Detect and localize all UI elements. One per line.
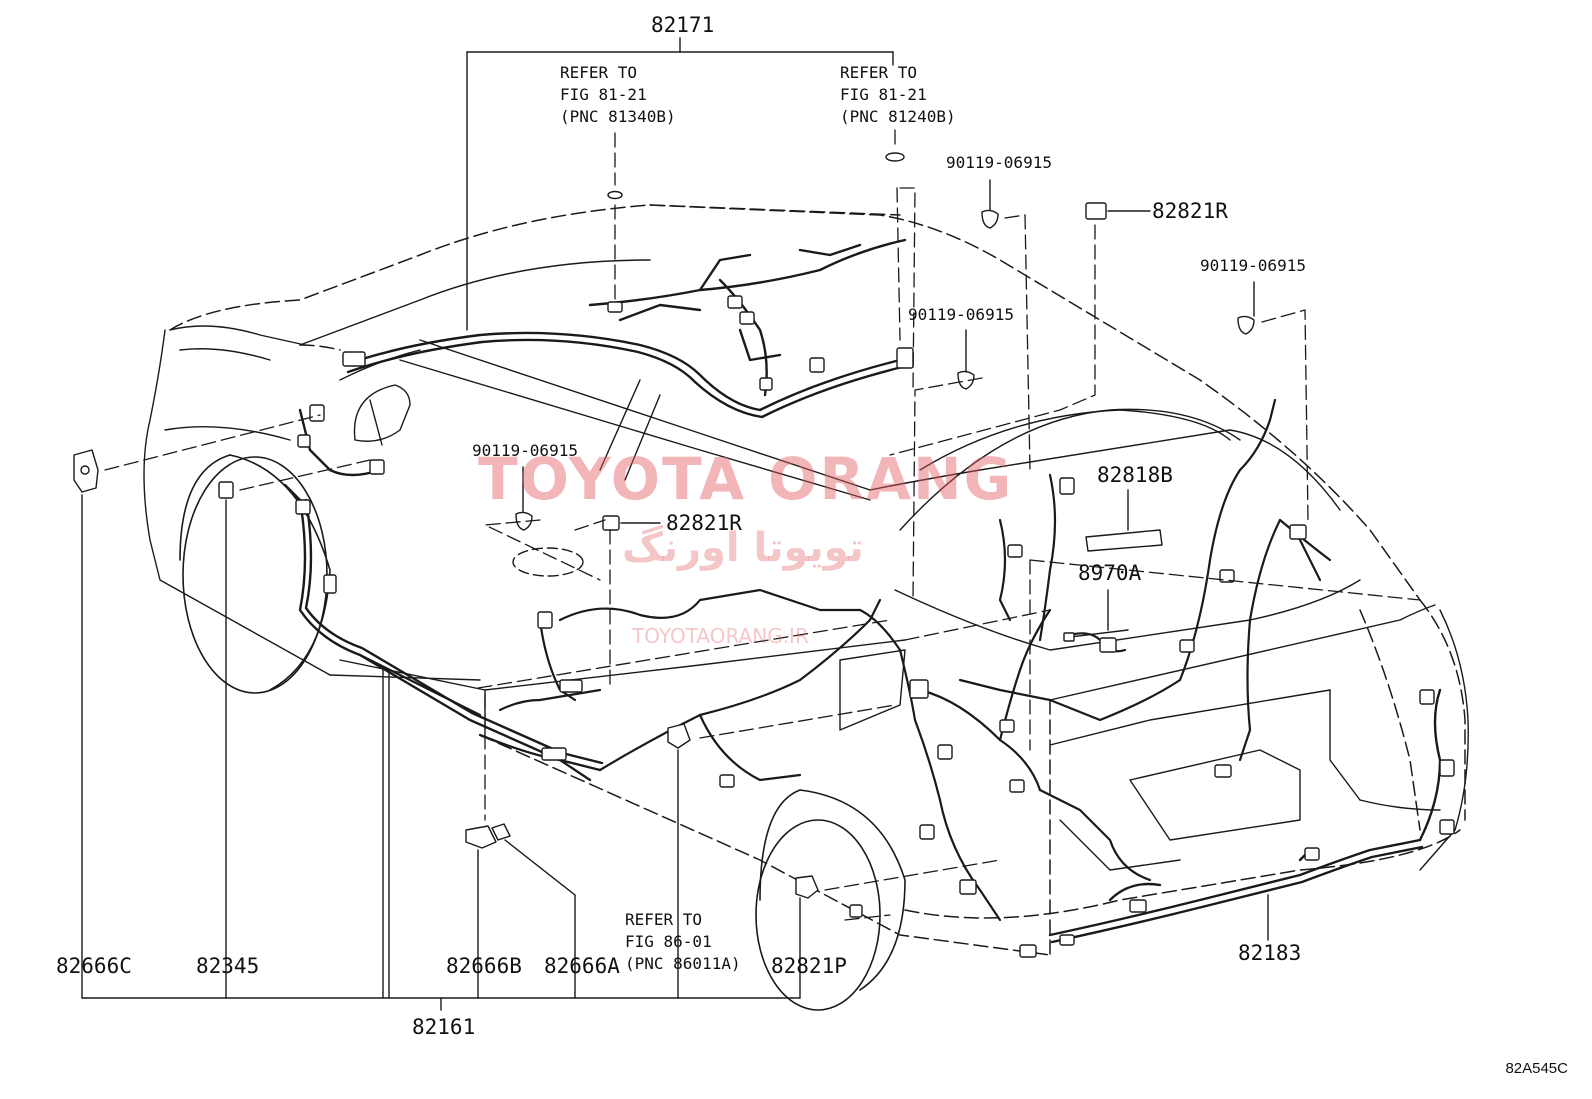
harness-side-sill bbox=[358, 653, 592, 782]
callout-lines bbox=[81, 37, 1269, 1011]
part-label-82666c: 82666C bbox=[56, 954, 132, 978]
part-label-82818b: 82818B bbox=[1097, 463, 1173, 487]
reference-note-81340b: REFER TO FIG 81-21 (PNC 81340B) bbox=[560, 63, 676, 126]
part-label-82666b: 82666B bbox=[446, 954, 522, 978]
part-label-82821p: 82821P bbox=[771, 954, 847, 978]
part-glyphs bbox=[73, 152, 1255, 899]
rear-wheel bbox=[755, 789, 906, 1011]
car-body-outline bbox=[169, 204, 1466, 961]
part-label-8970a: 8970A bbox=[1078, 561, 1142, 585]
dashed-leaders bbox=[104, 129, 1421, 921]
harness-trunk-lid bbox=[998, 473, 1332, 653]
reference-note-81240b: REFER TO FIG 81-21 (PNC 81240B) bbox=[840, 63, 956, 126]
part-label-82161: 82161 bbox=[412, 1015, 476, 1039]
part-label-bolt-right: 90119-06915 bbox=[1200, 256, 1306, 275]
figure-code: 82A545C bbox=[1505, 1060, 1568, 1077]
part-label-82345: 82345 bbox=[196, 954, 260, 978]
reference-note-86011a: REFER TO FIG 86-01 (PNC 86011A) bbox=[625, 910, 741, 973]
harness-rear-trunk bbox=[913, 398, 1322, 922]
harness-floor-left bbox=[283, 408, 604, 772]
part-label-bolt-left: 90119-06915 bbox=[472, 441, 578, 460]
harness-roof bbox=[343, 238, 907, 419]
front-wheel bbox=[179, 454, 331, 694]
part-label-bolt-top: 90119-06915 bbox=[946, 153, 1052, 172]
part-label-82171: 82171 bbox=[651, 13, 715, 37]
harness-rear-bumper bbox=[1048, 688, 1442, 944]
part-label-82821r-top: 82821R bbox=[1152, 199, 1228, 223]
connectors bbox=[295, 295, 1455, 958]
part-label-82821r-mid: 82821R bbox=[666, 511, 742, 535]
part-label-bolt-center: 90119-06915 bbox=[908, 305, 1014, 324]
car-body-lines bbox=[143, 259, 1469, 871]
part-label-82666a: 82666A bbox=[544, 954, 620, 978]
part-label-82183: 82183 bbox=[1238, 941, 1302, 965]
